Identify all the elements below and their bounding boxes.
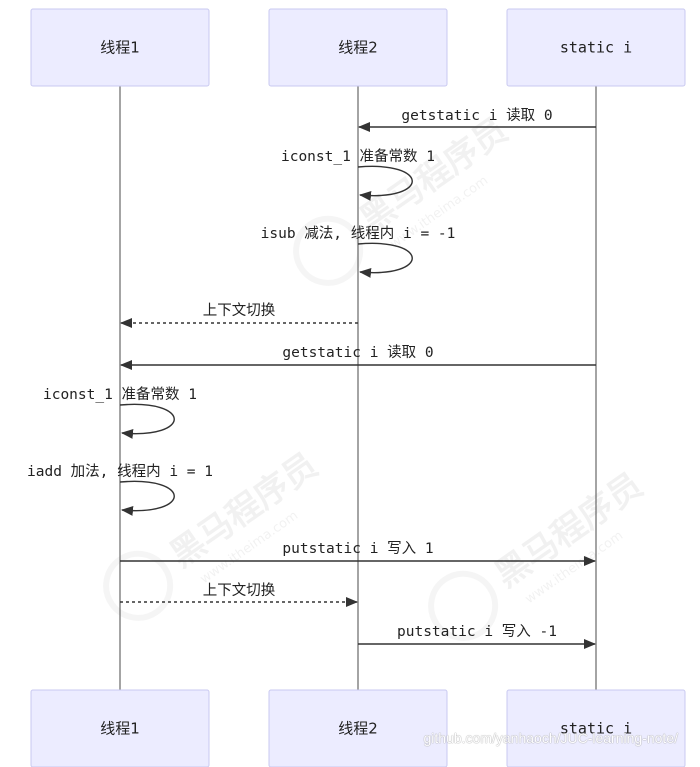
participant-si-top: static i xyxy=(506,8,686,87)
participant-box xyxy=(30,8,210,87)
message-label: iconst_1 准备常数 1 xyxy=(281,148,435,165)
participant-label: 线程1 xyxy=(100,39,140,57)
credit-watermark: github.com/yanhaoch/JUC-learning-note/ xyxy=(423,730,678,746)
lifelines xyxy=(119,86,597,690)
participant-si-bottom: static i xyxy=(506,689,686,767)
participant-box xyxy=(506,689,686,767)
message-1: getstatic i 读取 0 xyxy=(358,107,596,132)
participant-label: 线程2 xyxy=(338,720,378,738)
message-label: getstatic i 读取 0 xyxy=(401,107,552,124)
message-label: isub 减法, 线程内 i = -1 xyxy=(261,225,456,242)
message-label: iconst_1 准备常数 1 xyxy=(43,386,197,403)
participant-label: 线程1 xyxy=(100,720,140,738)
participant-box xyxy=(268,8,448,87)
message-10: putstatic i 写入 -1 xyxy=(358,624,596,649)
message-3: isub 减法, 线程内 i = -1 xyxy=(261,225,456,278)
participant-label: 线程2 xyxy=(338,39,378,57)
message-9: 上下文切换 xyxy=(120,582,358,607)
participant-t2-top: 线程2 xyxy=(268,8,448,87)
message-label: getstatic i 读取 0 xyxy=(282,344,433,361)
participant-label: static i xyxy=(560,39,632,57)
messages: getstatic i 读取 0 iconst_1 准备常数 1 isub 减法, … xyxy=(27,107,596,649)
message-4: 上下文切换 xyxy=(120,302,358,328)
participant-t1-bottom: 线程1 xyxy=(30,689,210,767)
participant-box xyxy=(506,8,686,87)
message-6: iconst_1 准备常数 1 xyxy=(43,386,197,439)
message-label: 上下文切换 xyxy=(203,582,276,599)
participant-t2-bottom: 线程2 xyxy=(268,689,448,767)
message-8: putstatic i 写入 1 xyxy=(120,541,596,566)
message-2: iconst_1 准备常数 1 xyxy=(281,148,435,201)
message-label: putstatic i 写入 -1 xyxy=(397,624,557,640)
message-label: iadd 加法, 线程内 i = 1 xyxy=(27,463,213,480)
watermark-logo: 黑马程序员 www.itheima.com xyxy=(293,110,515,286)
message-arrow xyxy=(119,403,175,439)
message-label: 上下文切换 xyxy=(203,302,276,319)
message-7: iadd 加法, 线程内 i = 1 xyxy=(27,463,213,516)
message-arrow xyxy=(357,165,413,201)
message-label: putstatic i 写入 1 xyxy=(282,541,433,557)
message-arrow xyxy=(119,480,175,516)
watermark-layer: 黑马程序员 www.itheima.com 黑马程序员 www.itheima.… xyxy=(103,110,650,641)
participants-top: 线程1 线程2 static i xyxy=(30,8,686,87)
participant-t1-top: 线程1 xyxy=(30,8,210,87)
participant-box xyxy=(30,689,210,767)
participant-box xyxy=(268,689,448,767)
participants-bottom: 线程1 线程2 static i xyxy=(30,689,686,767)
message-arrow xyxy=(357,242,413,278)
message-5: getstatic i 读取 0 xyxy=(120,344,596,370)
participant-label: static i xyxy=(560,720,632,738)
